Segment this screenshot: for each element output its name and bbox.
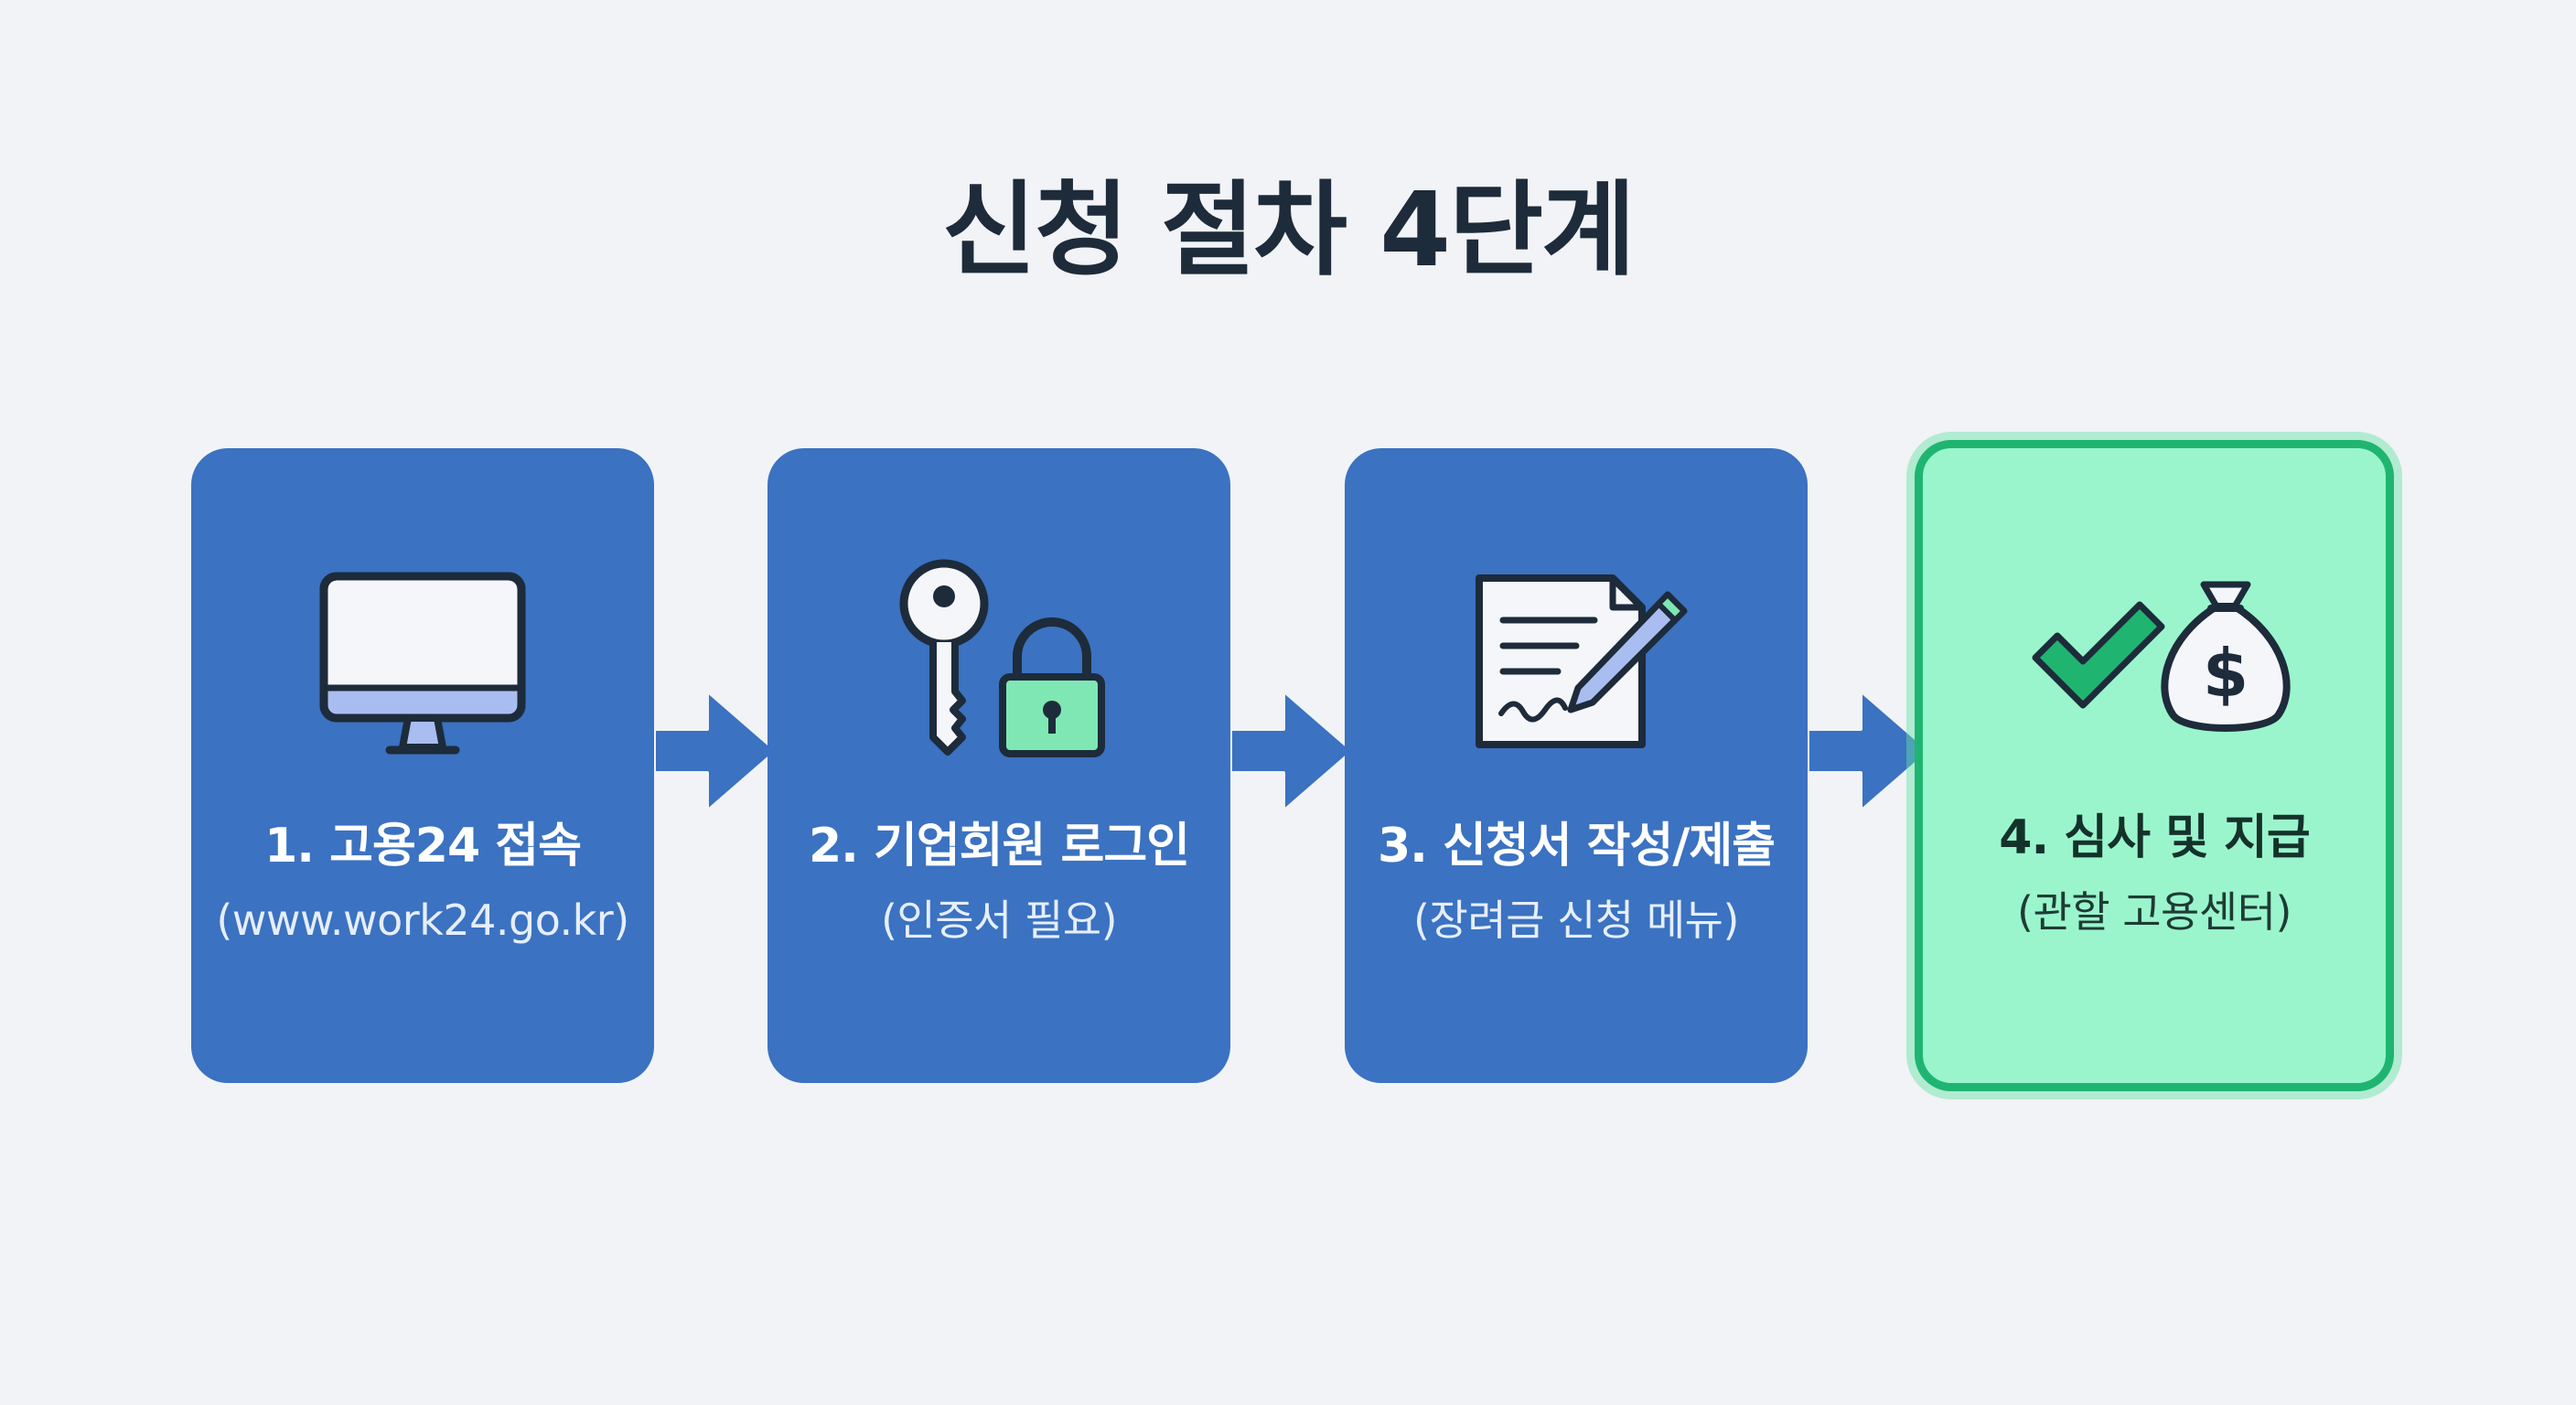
- step-title: 2. 기업회원 로그인: [808, 819, 1190, 874]
- step-card-1: 1. 고용24 접속 (www.work24.go.kr): [191, 448, 654, 1083]
- arrow-right-icon: [654, 689, 778, 813]
- step-subtitle: (장려금 신청 메뉴): [1413, 896, 1739, 945]
- step-subtitle: (관할 고용센터): [2017, 887, 2292, 937]
- arrow-right-icon: [1808, 689, 1932, 813]
- step-card-2: 2. 기업회원 로그인 (인증서 필요): [767, 448, 1230, 1083]
- checkmark-money-bag-icon: $: [2032, 581, 2291, 732]
- step-title: 1. 고용24 접속: [264, 819, 582, 874]
- svg-text:$: $: [2203, 635, 2249, 712]
- page-title: 신청 절차 4단계: [941, 171, 1636, 290]
- monitor-icon: [319, 572, 526, 755]
- step-card-4: $ 4. 심사 및 지급 (관할 고용센터): [1915, 440, 2394, 1091]
- step-title: 3. 신청서 작성/제출: [1377, 819, 1776, 874]
- step-subtitle: (인증서 필요): [880, 896, 1118, 945]
- step-subtitle: (www.work24.go.kr): [216, 896, 629, 945]
- step-title: 4. 심사 및 지급: [1999, 810, 2310, 865]
- key-and-lock-icon: [899, 559, 1105, 757]
- step-card-3: 3. 신청서 작성/제출 (장려금 신청 메뉴): [1345, 448, 1808, 1083]
- document-pen-icon: [1476, 574, 1688, 748]
- arrow-right-icon: [1230, 689, 1355, 813]
